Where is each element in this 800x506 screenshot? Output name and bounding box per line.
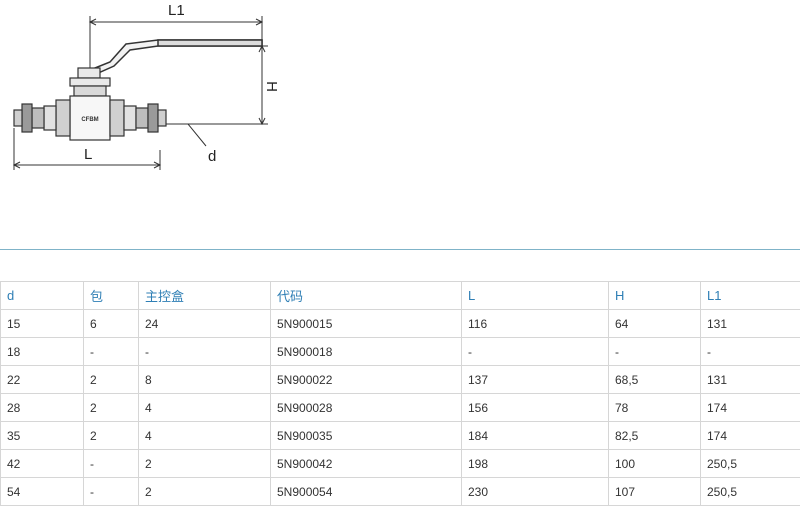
dimension-label-l: L [84, 146, 92, 163]
cell-code: 5N900022 [271, 366, 462, 394]
table-header-row: d 包 主控盒 代码 L H L1 [1, 282, 800, 310]
cell-l1: 250,5 [701, 478, 800, 506]
cell-d: 18 [1, 338, 84, 366]
cell-d: 28 [1, 394, 84, 422]
cell-l: 184 [462, 422, 609, 450]
cell-l: 137 [462, 366, 609, 394]
column-header-d: d [1, 282, 84, 310]
column-header-h: H [609, 282, 701, 310]
cell-d: 35 [1, 422, 84, 450]
cell-l1: 131 [701, 366, 800, 394]
cell-l: - [462, 338, 609, 366]
table-row: 15 6 24 5N900015 116 64 131 [1, 310, 800, 338]
table-row: 18 - - 5N900018 - - - [1, 338, 800, 366]
cell-master-box: 4 [139, 394, 271, 422]
dimension-label-d: d [208, 148, 216, 165]
cell-d: 22 [1, 366, 84, 394]
cell-pack: - [84, 478, 139, 506]
section-divider [0, 249, 800, 250]
cell-l1: - [701, 338, 800, 366]
cell-h: 82,5 [609, 422, 701, 450]
cell-pack: 2 [84, 422, 139, 450]
cell-code: 5N900018 [271, 338, 462, 366]
cell-l: 156 [462, 394, 609, 422]
cell-d: 54 [1, 478, 84, 506]
dimension-label-h: H [263, 81, 280, 92]
column-header-pack: 包 [84, 282, 139, 310]
specification-table: d 包 主控盒 代码 L H L1 15 6 24 5N900015 116 6… [0, 281, 800, 506]
cell-code: 5N900054 [271, 478, 462, 506]
cell-h: 107 [609, 478, 701, 506]
cell-h: 68,5 [609, 366, 701, 394]
cell-h: 64 [609, 310, 701, 338]
column-header-l1: L1 [701, 282, 800, 310]
cell-l: 198 [462, 450, 609, 478]
cell-l: 116 [462, 310, 609, 338]
cell-pack: 6 [84, 310, 139, 338]
cell-master-box: 2 [139, 450, 271, 478]
cell-d: 42 [1, 450, 84, 478]
cell-master-box: 2 [139, 478, 271, 506]
cell-l1: 131 [701, 310, 800, 338]
column-header-code: 代码 [271, 282, 462, 310]
cell-l1: 174 [701, 394, 800, 422]
table-row: 35 2 4 5N900035 184 82,5 174 [1, 422, 800, 450]
cell-h: 100 [609, 450, 701, 478]
cell-master-box: 4 [139, 422, 271, 450]
cell-code: 5N900042 [271, 450, 462, 478]
valve-technical-drawing: CFBM L1 H L d [0, 0, 800, 250]
column-header-master-box: 主控盒 [139, 282, 271, 310]
cell-code: 5N900035 [271, 422, 462, 450]
table-row: 22 2 8 5N900022 137 68,5 131 [1, 366, 800, 394]
cell-l1: 250,5 [701, 450, 800, 478]
cell-h: 78 [609, 394, 701, 422]
cell-h: - [609, 338, 701, 366]
cell-pack: 2 [84, 366, 139, 394]
cell-code: 5N900015 [271, 310, 462, 338]
cell-code: 5N900028 [271, 394, 462, 422]
cell-master-box: 24 [139, 310, 271, 338]
cell-master-box: - [139, 338, 271, 366]
cell-pack: 2 [84, 394, 139, 422]
brand-mark: CFBM [81, 117, 98, 123]
cell-pack: - [84, 450, 139, 478]
table-row: 54 - 2 5N900054 230 107 250,5 [1, 478, 800, 506]
cell-d: 15 [1, 310, 84, 338]
table-row: 42 - 2 5N900042 198 100 250,5 [1, 450, 800, 478]
cell-l1: 174 [701, 422, 800, 450]
ball-valve-illustration: CFBM [0, 0, 800, 250]
dimension-label-l1: L1 [168, 2, 185, 19]
column-header-l: L [462, 282, 609, 310]
cell-l: 230 [462, 478, 609, 506]
table-row: 28 2 4 5N900028 156 78 174 [1, 394, 800, 422]
cell-master-box: 8 [139, 366, 271, 394]
cell-pack: - [84, 338, 139, 366]
